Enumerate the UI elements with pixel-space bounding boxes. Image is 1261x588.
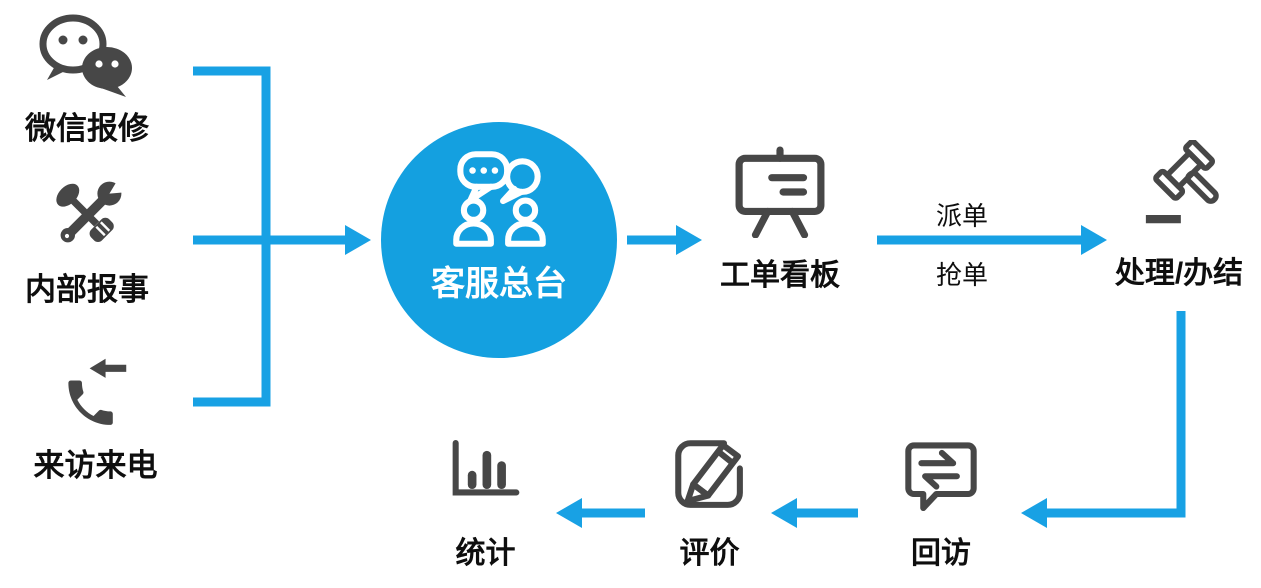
edge-label-dispatch: 派单 (935, 201, 988, 231)
arrowhead-to-followup (1021, 498, 1047, 528)
node-work-order-board: 工单看板 (700, 146, 860, 294)
chat-exchange-icon (905, 442, 977, 512)
arrowhead-to-board (676, 225, 702, 255)
process-label: 处理/办结 (1114, 257, 1244, 290)
hub-label: 客服总台 (431, 265, 567, 303)
node-evaluate: 评价 (632, 433, 787, 572)
gavel-icon (1145, 140, 1219, 224)
evaluate-label: 评价 (679, 537, 740, 570)
node-stats: 统计 (408, 437, 563, 572)
wechat-icon (39, 14, 132, 97)
board-label: 工单看板 (720, 259, 840, 292)
arrow-process-to-followup-shaft (1045, 311, 1186, 518)
source-internal-label: 内部报事 (25, 272, 149, 307)
source-calls-visits: 来访来电 (18, 354, 173, 485)
incoming-call-icon (67, 358, 126, 425)
source-wechat-report: 微信报修 (12, 14, 162, 148)
support-desk-icon (453, 151, 546, 247)
node-followup: 回访 (866, 438, 1016, 572)
edit-pencil-icon (674, 440, 743, 508)
source-wechat-label: 微信报修 (25, 111, 149, 146)
source-calls-label: 来访来电 (33, 448, 158, 483)
followup-label: 回访 (911, 537, 971, 570)
kanban-board-icon (735, 146, 825, 238)
hub-service-desk: 客服总台 (381, 122, 617, 358)
node-process-complete: 处理/办结 (1096, 140, 1261, 292)
source-internal-report: 内部报事 (12, 176, 162, 309)
tools-icon (56, 177, 127, 243)
stats-label: 统计 (455, 537, 516, 570)
bar-chart-icon (452, 440, 519, 496)
arrowhead-to-hub (345, 225, 371, 255)
sources-bracket-line (193, 66, 271, 407)
edge-label-grab: 抢单 (935, 260, 988, 290)
